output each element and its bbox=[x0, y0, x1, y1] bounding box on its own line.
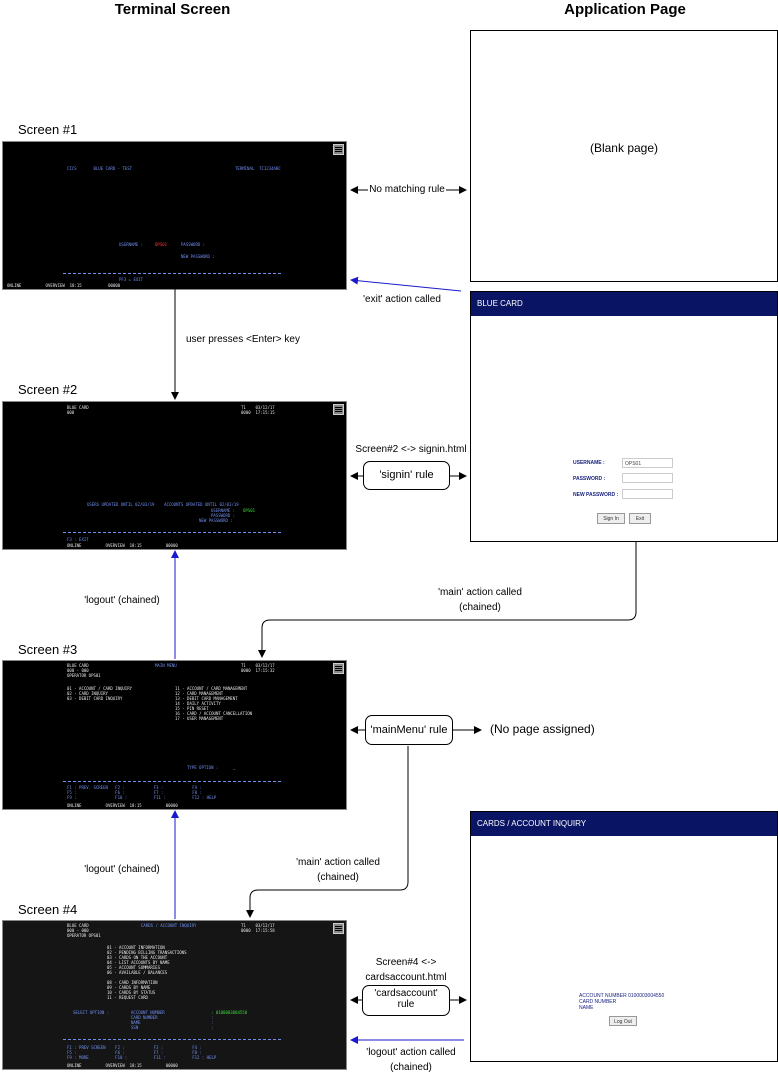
log-out-button[interactable]: Log Out bbox=[609, 1016, 637, 1026]
main-action-label-1: 'main' action called bbox=[438, 587, 522, 598]
signin-rule-box: 'signin' rule bbox=[363, 461, 450, 490]
terminal-menu-list: 11 - ACCOUNT / CARD MANAGEMENT 12 - CARD… bbox=[175, 686, 253, 721]
terminal-line: T1 03/12/17 bbox=[241, 923, 275, 928]
terminal-function-keys: F1 : PREV. SCREEN F2 : F3 : F4 : F5 : F6… bbox=[67, 785, 217, 800]
terminal-status-line: ONLINE OVERVIEW 18:15 00000 bbox=[67, 1063, 178, 1068]
screen2-signin-label: Screen#2 <-> signin.html bbox=[355, 444, 467, 455]
terminal-line: 000 - 000 bbox=[67, 928, 89, 933]
terminal-column-header: Terminal Screen bbox=[114, 1, 231, 18]
terminal-line: T1 03/12/17 bbox=[241, 663, 275, 668]
terminal-line: CICS BLUE CARD - TEST bbox=[67, 166, 133, 171]
username-label: USERNAME : bbox=[573, 460, 605, 466]
scrollbar-icon[interactable] bbox=[333, 923, 344, 934]
cards-page-title: CARDS / ACCOUNT INQUIRY bbox=[471, 812, 777, 836]
no-page-text: (No page assigned) bbox=[490, 722, 595, 736]
terminal-status-line: ONLINE OVERVIEW 18:15 00000 bbox=[7, 283, 121, 288]
sign-in-button[interactable]: Sign In bbox=[597, 513, 625, 524]
enter-key-label: user presses <Enter> key bbox=[186, 334, 300, 345]
new-password-label: NEW PASSWORD : bbox=[573, 492, 619, 498]
terminal-line: MAIN MENU bbox=[155, 663, 177, 668]
terminal-line: OPS01 bbox=[155, 242, 168, 247]
exit-action-label: 'exit' action called bbox=[363, 294, 441, 305]
password-label: PASSWORD : bbox=[573, 476, 606, 482]
signin-page: BLUE CARD USERNAME : OPS01 PASSWORD : NE… bbox=[470, 291, 778, 542]
chained-label-1: (chained) bbox=[459, 602, 501, 613]
terminal-line: BLUE CARD bbox=[67, 405, 89, 410]
terminal-line: T1 03/12/17 bbox=[241, 405, 275, 410]
terminal-screen-3: BLUE CARD 000 - 000 OPERATOR OPS01 MAIN … bbox=[2, 660, 347, 810]
signin-page-title: BLUE CARD bbox=[471, 292, 777, 316]
screen-4-label: Screen #4 bbox=[18, 902, 78, 917]
screen-1-label: Screen #1 bbox=[18, 122, 78, 137]
terminal-line: OPERATOR OPS01 bbox=[67, 933, 101, 938]
terminal-function-keys: F1 : PREV SCREEN F2 : F3 : F4 : F5 : F6 … bbox=[67, 1045, 217, 1060]
screen-2-label: Screen #2 bbox=[18, 382, 78, 397]
logout-chained-label-2: 'logout' (chained) bbox=[84, 864, 160, 875]
terminal-menu-list: 01 - ACCOUNT INFORMATION 02 - PENDING BI… bbox=[107, 945, 187, 1000]
scrollbar-icon[interactable] bbox=[333, 144, 344, 155]
blank-page-text: (Blank page) bbox=[589, 141, 659, 155]
terminal-line: TYPE OPTION : bbox=[187, 765, 219, 770]
no-matching-rule-label: No matching rule bbox=[368, 184, 446, 195]
terminal-line: USERS UPDATED UNTIL 02/03/19 ACCOUNTS UP… bbox=[87, 502, 239, 507]
terminal-line: PF3 = EXIT bbox=[119, 277, 144, 282]
screen4-cards-label: Screen#4 <-> bbox=[375, 957, 437, 968]
terminal-status-line: ONLINE OVERVIEW 18:15 00000 bbox=[67, 803, 178, 808]
exit-button[interactable]: Exit bbox=[629, 513, 651, 524]
screen4-cards-file-label: cardsaccount.html bbox=[365, 972, 447, 983]
terminal-line: 0000 17:15:58 bbox=[241, 928, 275, 933]
logout-action-label: 'logout' action called bbox=[366, 1047, 456, 1058]
terminal-line: BLUE CARD bbox=[67, 923, 89, 928]
terminal-line: NEW PASSWORD : bbox=[181, 254, 215, 259]
terminal-line: TERMINAL TC1234ABC bbox=[235, 166, 281, 171]
name-line: NAME bbox=[579, 1005, 594, 1011]
blank-page: (Blank page) bbox=[470, 30, 778, 282]
account-number-line: ACCOUNT NUMBER 0100003004550 bbox=[579, 993, 665, 999]
scrollbar-icon[interactable] bbox=[333, 663, 344, 674]
terminal-line: CARDS / ACCOUNT INQUIRY bbox=[141, 923, 197, 928]
card-number-line: CARD NUMBER bbox=[579, 999, 617, 1005]
mainmenu-rule-box: 'mainMenu' rule bbox=[365, 715, 453, 745]
terminal-screen-4: BLUE CARD 000 - 000 OPERATOR OPS01 CARDS… bbox=[2, 920, 347, 1070]
main-action-label-2: 'main' action called bbox=[296, 857, 380, 868]
screen-3-label: Screen #3 bbox=[18, 642, 78, 657]
terminal-status-line: ONLINE OVERVIEW 18:15 00000 bbox=[67, 543, 178, 548]
terminal-line: USERNAME : bbox=[211, 508, 236, 513]
chained-label-3: (chained) bbox=[390, 1062, 432, 1073]
terminal-field-values[interactable]: : : : bbox=[211, 1015, 214, 1030]
terminal-cursor[interactable]: _ bbox=[233, 765, 236, 770]
terminal-line: USERNAME : bbox=[119, 242, 144, 247]
terminal-line: 0000 17:15:32 bbox=[241, 668, 275, 673]
terminal-line: NEW PASSWORD : bbox=[199, 518, 233, 523]
terminal-screen-2: BLUE CARD 000 T1 03/12/17 0000 17:15:15 … bbox=[2, 401, 347, 550]
terminal-line: PASSWORD : bbox=[181, 242, 206, 247]
new-password-input[interactable] bbox=[622, 489, 673, 499]
terminal-field-labels: ACCOUNT NUMBER CARD NUMBER NAME SSN bbox=[131, 1010, 165, 1030]
application-column-header: Application Page bbox=[564, 1, 686, 18]
username-input[interactable]: OPS01 bbox=[622, 458, 673, 468]
terminal-line: OPERATOR OPS01 bbox=[67, 673, 101, 678]
terminal-line: 000 - 000 bbox=[67, 668, 89, 673]
terminal-line: SELECT OPTION : bbox=[73, 1010, 110, 1015]
terminal-line: 0000 17:15:15 bbox=[241, 410, 275, 415]
terminal-line: 000 bbox=[67, 410, 75, 415]
scrollbar-icon[interactable] bbox=[333, 404, 344, 415]
terminal-line: F3 : EXIT bbox=[67, 537, 89, 542]
terminal-account-number[interactable]: : 0100003004550 bbox=[211, 1010, 248, 1015]
chained-label-2: (chained) bbox=[317, 872, 359, 883]
terminal-line: BLUE CARD bbox=[67, 663, 89, 668]
terminal-line: PASSWORD : bbox=[211, 513, 236, 518]
terminal-menu-list: 01 - ACCOUNT / CARD INQUIRY 02 - CARD IN… bbox=[67, 686, 133, 701]
cardsaccount-rule-box: 'cardsaccount' rule bbox=[362, 985, 450, 1016]
terminal-screen-1: CICS BLUE CARD - TEST TERMINAL TC1234ABC… bbox=[2, 141, 347, 290]
logout-chained-label-1: 'logout' (chained) bbox=[84, 595, 160, 606]
password-input[interactable] bbox=[622, 473, 673, 483]
cards-account-page: CARDS / ACCOUNT INQUIRY ACCOUNT NUMBER 0… bbox=[470, 811, 778, 1062]
cardsaccount-rule-line-1: 'cardsaccount' bbox=[374, 988, 438, 999]
terminal-line: OPS01 bbox=[243, 508, 256, 513]
cardsaccount-rule-line-2: rule bbox=[397, 999, 415, 1010]
